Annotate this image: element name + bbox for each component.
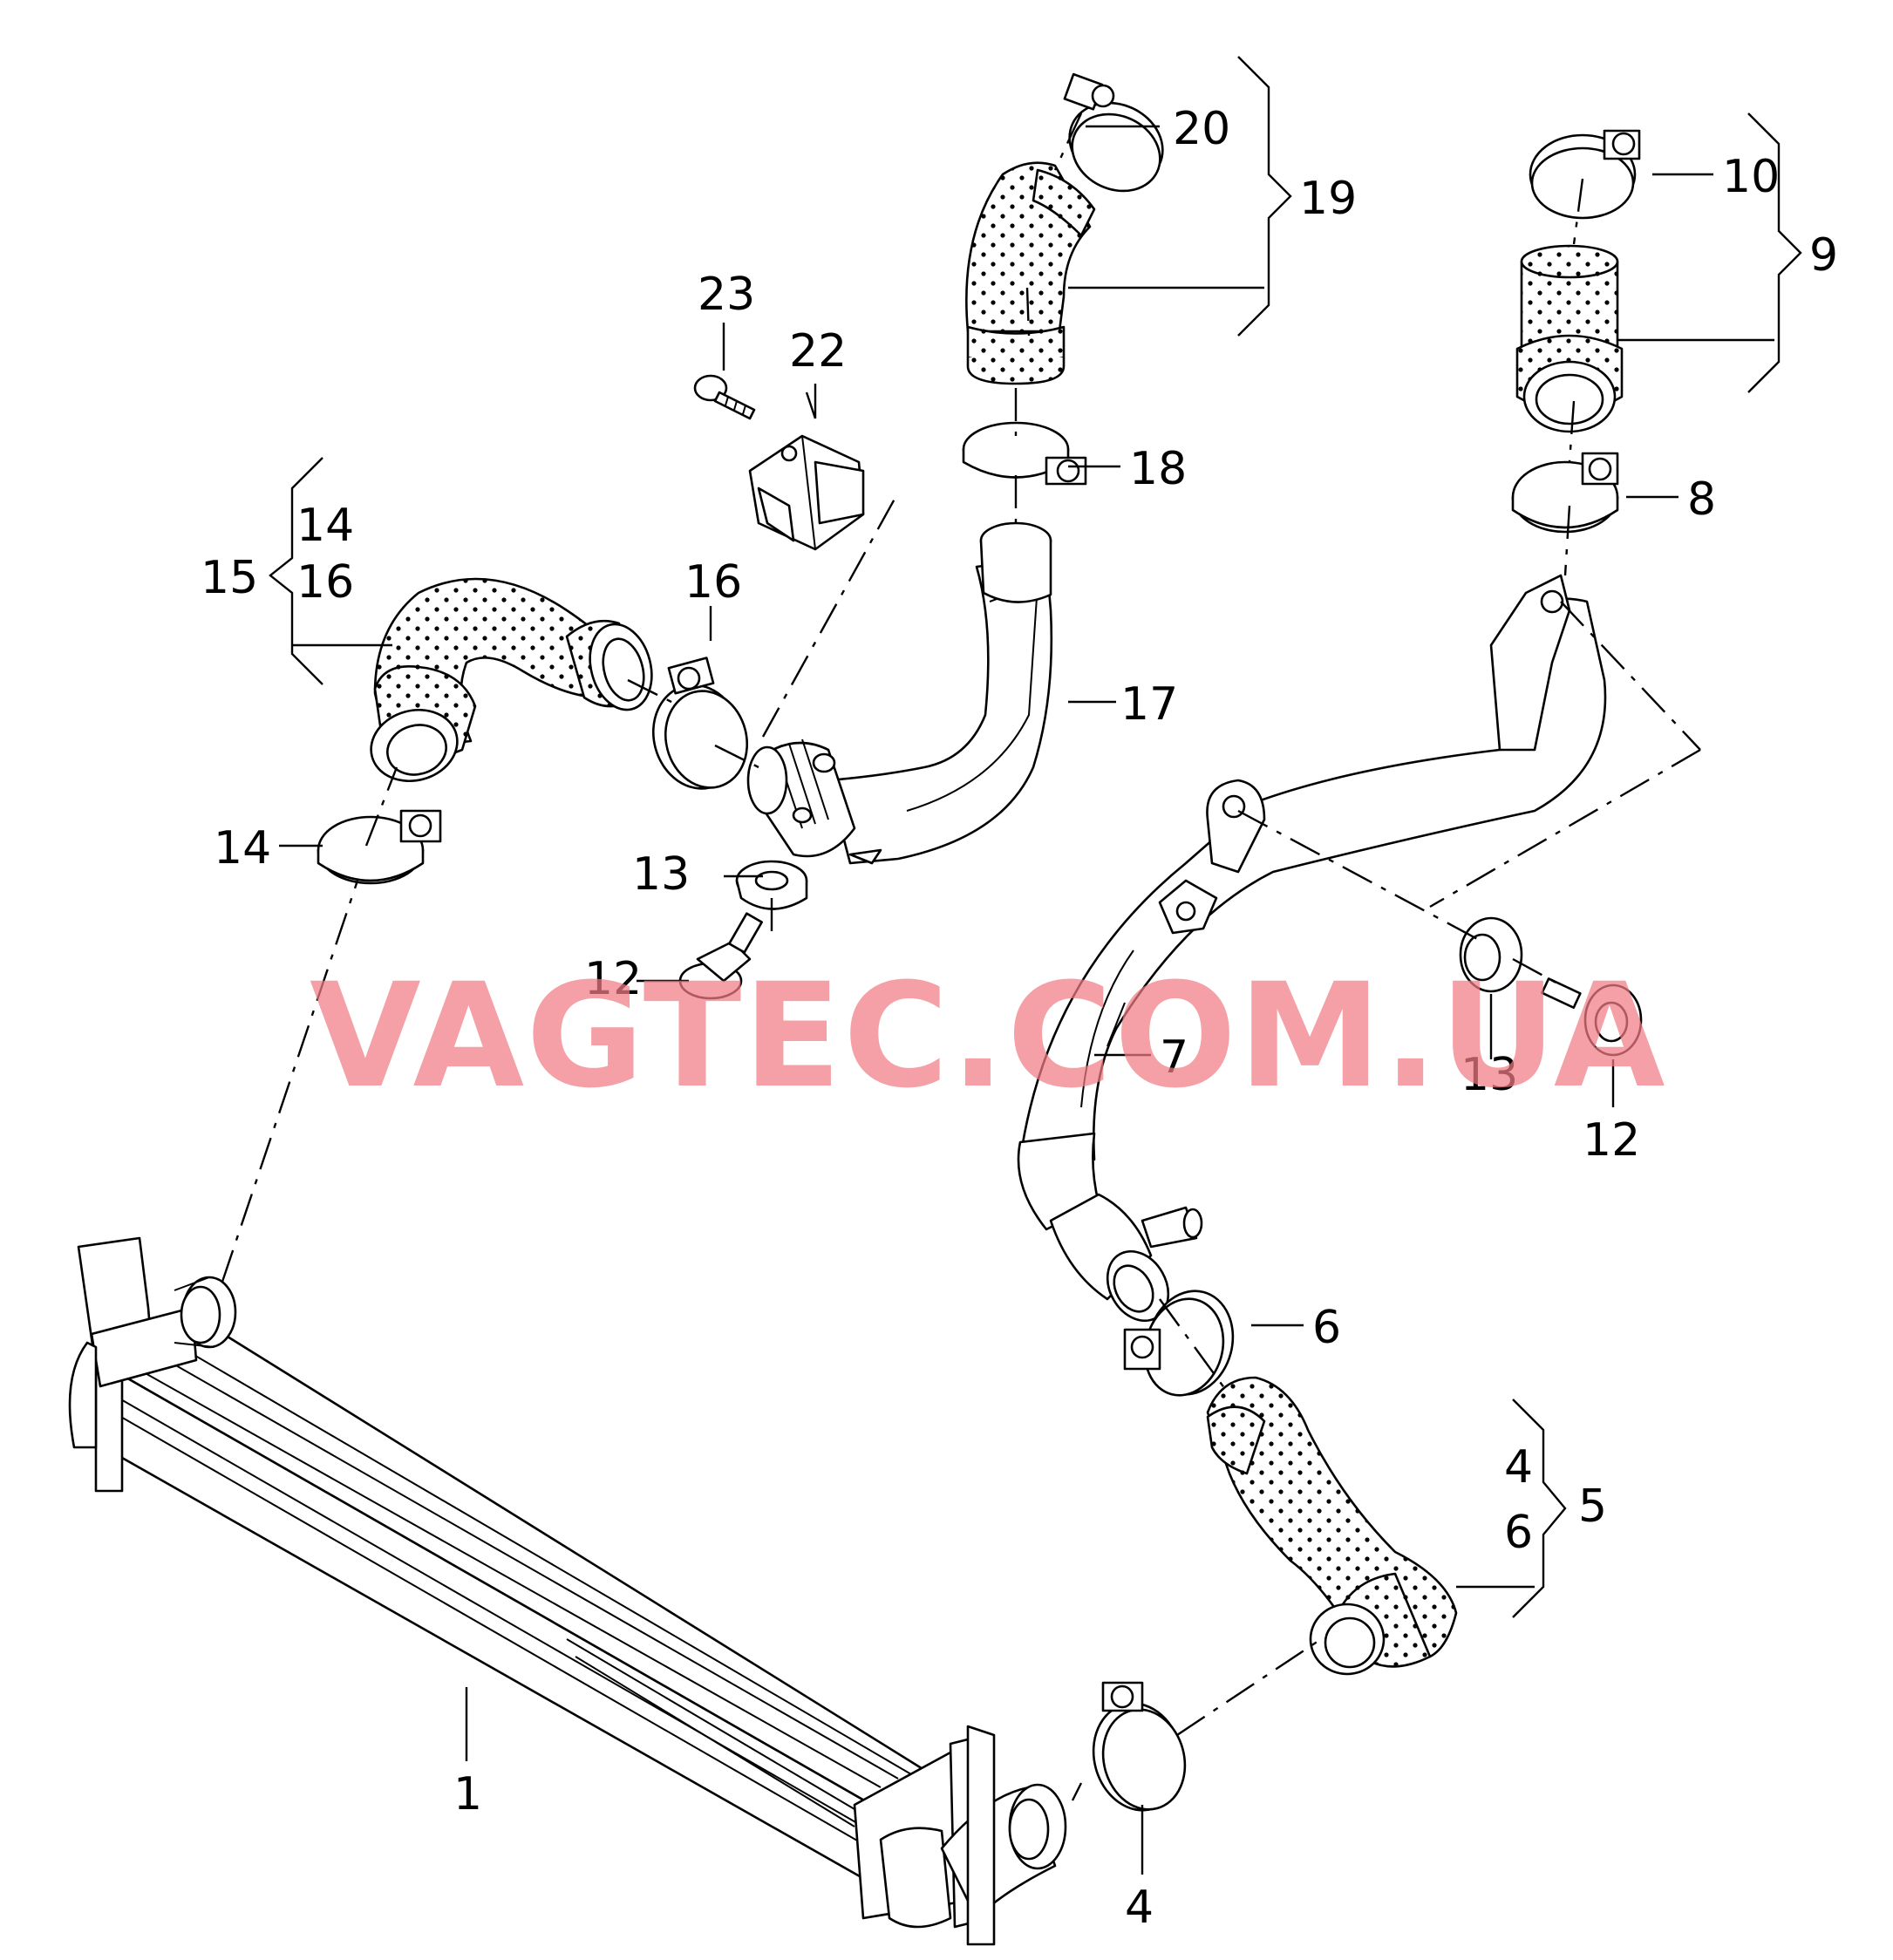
charge-air-pipe-right xyxy=(1017,574,1607,1323)
callout-14-bottom: 14 xyxy=(214,822,271,875)
hose-bottom-right xyxy=(1206,1376,1458,1676)
callout-13-left: 13 xyxy=(632,848,690,901)
rubber-mount-right xyxy=(1459,916,1523,993)
callout-16-bracket: 16 xyxy=(296,556,354,609)
callout-1: 1 xyxy=(453,1768,482,1820)
callout-12-right: 12 xyxy=(1583,1114,1640,1167)
callout-5: 5 xyxy=(1578,1480,1607,1533)
callout-17: 17 xyxy=(1120,678,1178,731)
callout-12-left: 12 xyxy=(584,953,642,1005)
clamp-8 xyxy=(1511,452,1619,534)
callout-15: 15 xyxy=(201,552,258,604)
bolt-right xyxy=(1541,977,1643,1057)
callout-14-bracket: 14 xyxy=(296,500,354,552)
bolt-left xyxy=(678,912,763,1000)
callout-23: 23 xyxy=(698,269,755,321)
clamp-14 xyxy=(317,809,442,885)
callout-labels: 1 4 4 6 5 6 7 8 9 10 12 12 13 13 14 14 1… xyxy=(201,103,1838,1934)
clamp-20 xyxy=(1063,72,1164,193)
intercooler xyxy=(68,1236,1067,1946)
watermark-text: VAGTEC.COM.UA xyxy=(310,952,1667,1120)
rubber-mount-left xyxy=(735,860,808,910)
clamp-16 xyxy=(651,657,749,790)
callout-16: 16 xyxy=(684,556,742,609)
connection-lines xyxy=(221,112,1701,1801)
callout-8: 8 xyxy=(1687,473,1716,526)
callout-6-bracket: 6 xyxy=(1504,1507,1533,1559)
clamp-6 xyxy=(1123,1290,1235,1397)
callout-10: 10 xyxy=(1722,151,1780,203)
callout-6: 6 xyxy=(1312,1302,1341,1354)
clamp-10 xyxy=(1529,129,1641,220)
hose-top xyxy=(965,161,1096,385)
hose-left xyxy=(370,577,653,783)
callout-13-right: 13 xyxy=(1461,1049,1518,1101)
screw-23 xyxy=(693,374,756,420)
charge-air-pipe-upper xyxy=(746,521,1053,865)
hose-right-top xyxy=(1515,244,1624,433)
callout-20: 20 xyxy=(1173,103,1230,155)
callout-22: 22 xyxy=(789,325,847,378)
callout-18: 18 xyxy=(1129,443,1187,495)
callout-4-bottom: 4 xyxy=(1125,1882,1154,1934)
leader-lines xyxy=(269,56,1802,1875)
callout-7: 7 xyxy=(1160,1031,1188,1084)
clamp-4 xyxy=(1092,1681,1187,1812)
callout-4-bracket: 4 xyxy=(1504,1441,1533,1494)
clamp-18 xyxy=(962,421,1087,486)
pressure-sensor xyxy=(748,434,865,551)
callout-9: 9 xyxy=(1809,229,1838,282)
callout-19: 19 xyxy=(1299,173,1357,225)
